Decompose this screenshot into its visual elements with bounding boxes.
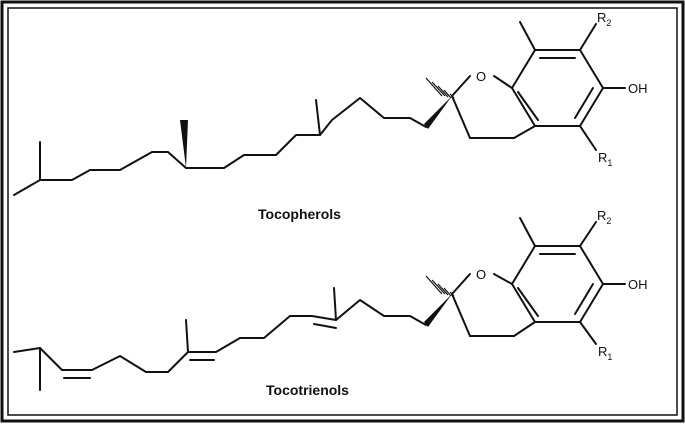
tocotrienol-pyran-ring <box>451 273 536 337</box>
tocopherol-hashed-methyl <box>425 77 455 99</box>
tocotrienol-r1-label: R1 <box>598 344 612 362</box>
tocopherol-r1-label: R1 <box>598 150 612 168</box>
tocotrienol-ring-oxygen: O <box>476 267 486 282</box>
tocotrienol-terminal-methyl-2 <box>13 347 41 353</box>
tocotrienol-branch-methyl-2 <box>185 319 189 353</box>
tocopherols-caption: Tocopherols <box>258 206 341 222</box>
tocopherol-phytyl-chain <box>13 97 427 196</box>
tocopherol-benzene-ring <box>511 49 604 127</box>
tocotrienol-hashed-methyl <box>425 275 455 297</box>
tocopherol-r2-label: R2 <box>597 10 611 28</box>
tocotrienol-hydroxyl-label: OH <box>628 277 648 292</box>
tocotrienols-caption: Tocotrienols <box>266 382 349 398</box>
tocopherol-r1-bond <box>579 125 597 151</box>
tocopherol-hydroxyl-label: OH <box>628 81 648 96</box>
tocotrienol-r1-bond <box>579 321 597 345</box>
tocopherol-ring-methyl <box>519 21 536 51</box>
tocotrienol-branch-methyl-1 <box>333 287 337 321</box>
tocopherol-branch-methyl-1 <box>315 99 321 136</box>
tocopherol-pyran-ring <box>451 75 536 139</box>
tocotrienol-ring-methyl <box>519 217 536 247</box>
tocopherol-ring-oxygen: O <box>476 69 486 84</box>
tocotrienol-trienyl-chain <box>39 299 427 373</box>
tocopherol-wedge-bond <box>424 96 452 129</box>
tocotrienol-wedge-bond <box>424 294 452 327</box>
tocotrienol-benzene-ring <box>511 245 604 323</box>
tocopherol-r2-bond <box>579 23 597 51</box>
tocotrienol-r2-label: R2 <box>597 208 611 226</box>
tocotrienol-double-bond-1 <box>313 323 337 329</box>
tocopherol-branch-methyl-2 <box>180 120 188 168</box>
tocopherol-structure: O OH R2 R1 Tocopherols <box>13 10 648 222</box>
tocotrienol-structure: O OH R2 R1 Tocotrienols <box>13 208 648 398</box>
tocotrienol-r2-bond <box>579 221 597 247</box>
inner-border <box>7 7 678 416</box>
